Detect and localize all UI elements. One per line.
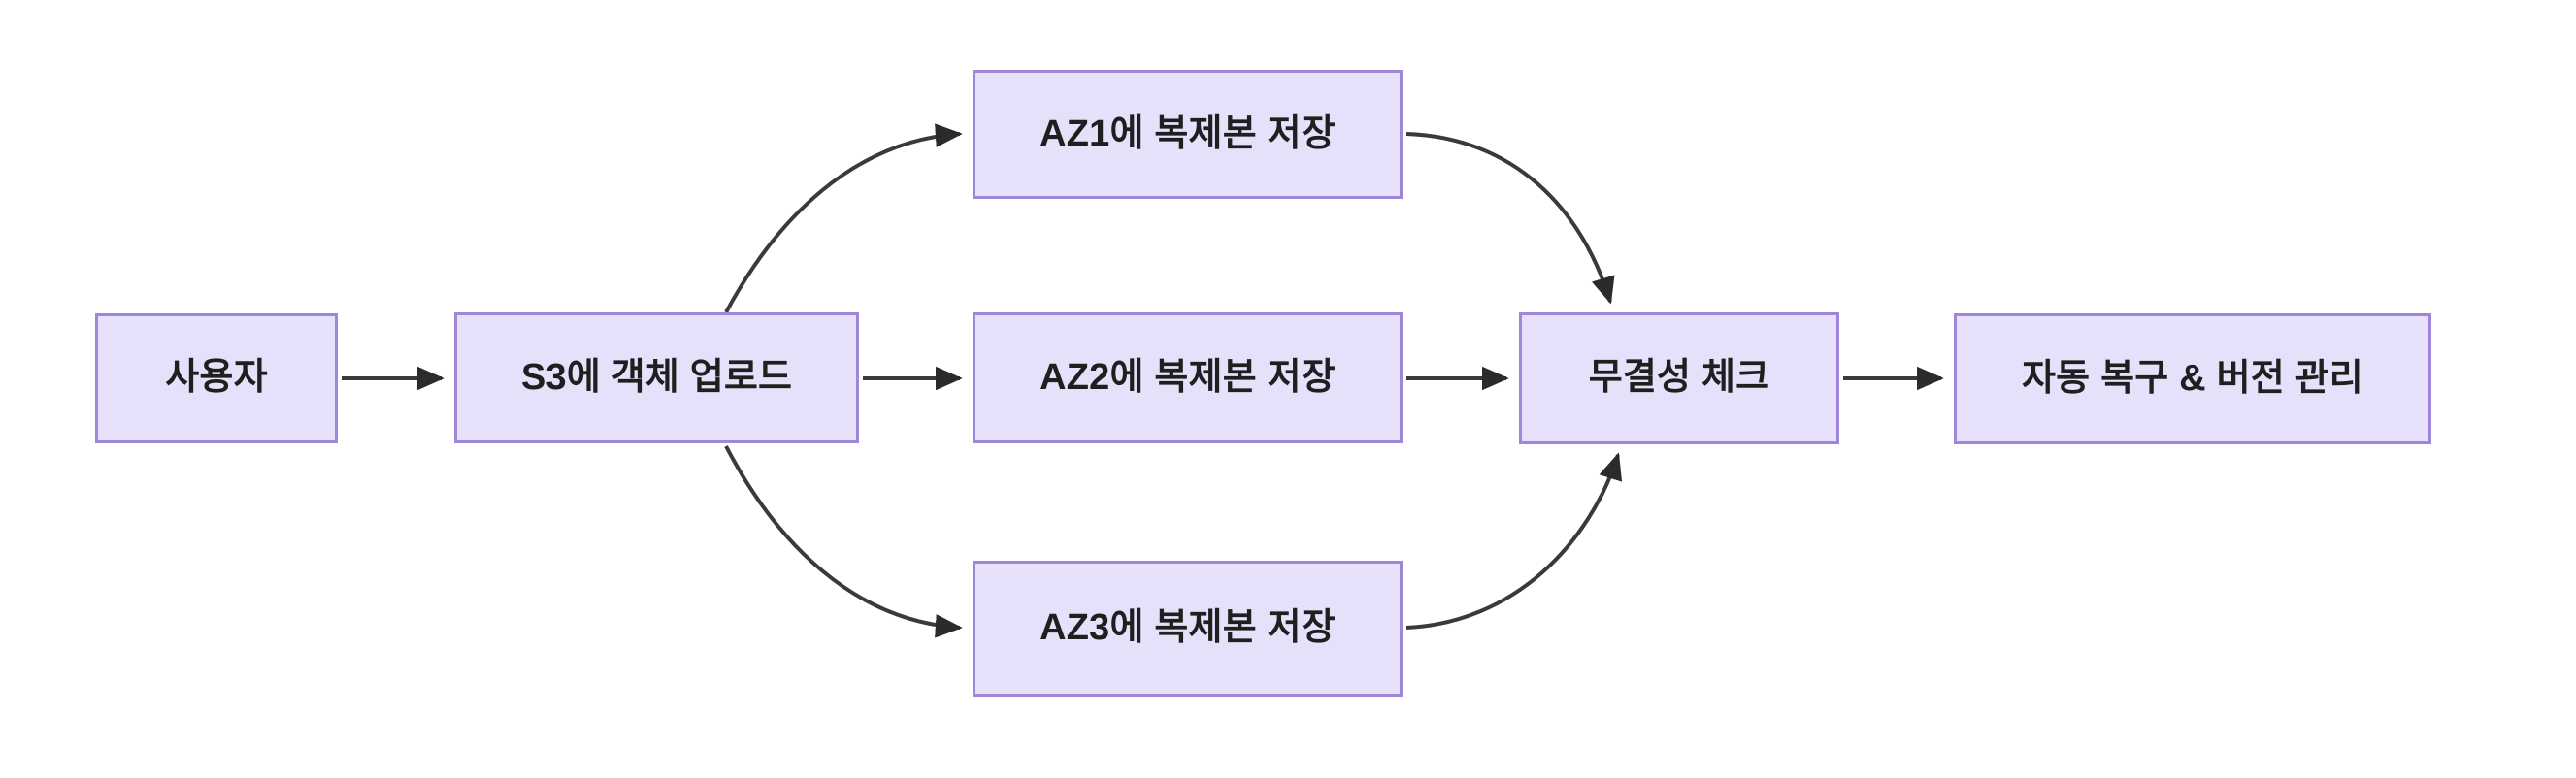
node-az2-replica[interactable]: AZ2에 복제본 저장 [973,312,1403,443]
node-az3-replica[interactable]: AZ3에 복제본 저장 [973,561,1403,697]
node-auto-recovery[interactable]: 자동 복구 & 버전 관리 [1954,313,2431,444]
node-integrity-check[interactable]: 무결성 체크 [1519,312,1839,444]
node-az2-replica-label: AZ2에 복제본 저장 [1040,356,1336,398]
edge-az3-to-integrity [1405,452,1623,630]
edge-s3-to-az1 [724,123,963,313]
node-az1-replica[interactable]: AZ1에 복제본 저장 [973,70,1403,199]
node-auto-recovery-label: 자동 복구 & 버전 관리 [2022,357,2363,399]
node-user[interactable]: 사용자 [95,313,338,443]
node-az1-replica-label: AZ1에 복제본 저장 [1040,113,1336,154]
node-az3-replica-label: AZ3에 복제본 저장 [1040,607,1336,649]
edge-az1-to-integrity [1405,132,1615,305]
node-s3-upload[interactable]: S3에 객체 업로드 [454,312,859,443]
node-user-label: 사용자 [165,357,268,399]
edge-s3-to-az3 [724,445,963,638]
node-s3-upload-label: S3에 객체 업로드 [520,356,793,398]
node-integrity-check-label: 무결성 체크 [1588,357,1770,399]
